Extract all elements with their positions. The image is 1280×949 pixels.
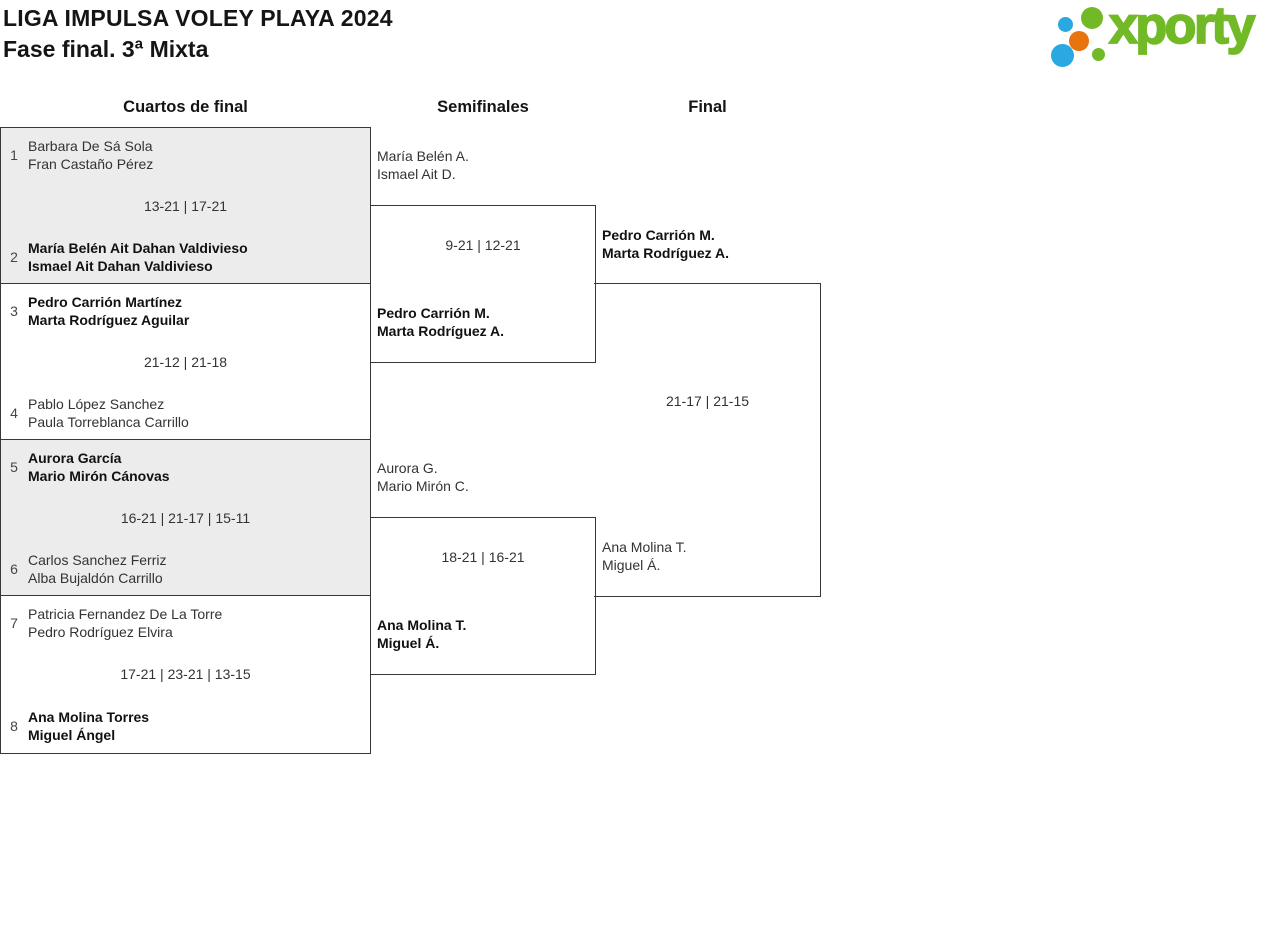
team-names: Aurora G. Mario Mirón C.: [377, 459, 469, 495]
team-names: Ana Molina T. Miguel Á.: [602, 538, 687, 574]
team-names: Pedro Carrión Martínez Marta Rodríguez A…: [28, 293, 189, 329]
match-score: 21-12 | 21-18: [143, 353, 228, 370]
team-member: Pedro Carrión M.: [602, 227, 715, 243]
match-score: 17-21 | 23-21 | 13-15: [120, 666, 251, 683]
team-member: María Belén Ait Dahan Valdivieso: [28, 239, 248, 256]
team-names: Patricia Fernandez De La Torre Pedro Rod…: [28, 605, 222, 641]
round-header-cuartos: Cuartos de final: [123, 98, 248, 116]
match-quarterfinal-3: 5 Aurora García Mario Mirón Cánovas 16-2…: [0, 439, 371, 597]
team-names: María Belén Ait Dahan Valdivieso Ismael …: [28, 239, 248, 275]
logo-dot-orange: [1069, 31, 1089, 51]
match-quarterfinal-1: 1 Barbara De Sá Sola Fran Castaño Pérez …: [0, 127, 371, 285]
team-member: Pablo López Sanchez: [28, 395, 165, 412]
team-names: Pedro Carrión M. Marta Rodríguez A.: [377, 304, 504, 340]
team-names: Pedro Carrión M. Marta Rodríguez A.: [602, 226, 729, 262]
xporty-logo[interactable]: xporty: [1045, 0, 1277, 75]
team-member: Barbara De Sá Sola: [28, 138, 153, 154]
team-member: Pedro Carrión Martínez: [28, 294, 183, 310]
seed-number: 1: [10, 147, 18, 163]
team-member: Miguel Ángel: [28, 726, 116, 743]
team-member: Patricia Fernandez De La Torre: [28, 606, 223, 622]
seed-number: 4: [10, 404, 18, 421]
logo-dot-blue-small: [1057, 16, 1073, 32]
page-header: LIGA IMPULSA VOLEY PLAYA 2024 Fase final…: [3, 3, 393, 65]
team-member: Ana Molina T.: [602, 539, 687, 555]
logo-text: xporty: [1108, 0, 1256, 56]
team-member: Pedro Rodríguez Elvira: [28, 624, 173, 640]
team-member: Mario Mirón Cánovas: [28, 468, 170, 484]
team-names: María Belén A. Ismael Ait D.: [377, 147, 469, 183]
seed-number: 3: [10, 303, 18, 319]
team-member: Mario Mirón C.: [377, 478, 469, 494]
team-member: Ana Molina T.: [377, 617, 467, 633]
page-subtitle: Fase final. 3ª Mixta: [3, 36, 209, 62]
team-names: Carlos Sanchez Ferriz Alba Bujaldón Carr…: [28, 551, 167, 587]
logo-dot-blue-large: [1050, 43, 1074, 67]
team-member: Ana Molina Torres: [28, 708, 150, 725]
team-names: Ana Molina Torres Miguel Ángel: [28, 708, 149, 744]
team-member: María Belén A.: [377, 148, 469, 164]
team-names: Barbara De Sá Sola Fran Castaño Pérez: [28, 137, 153, 173]
team-member: Paula Torreblanca Carrillo: [28, 413, 189, 430]
page-title: LIGA IMPULSA VOLEY PLAYA 2024: [3, 5, 393, 31]
team-member: Aurora G.: [377, 460, 438, 476]
team-member: Ismael Ait D.: [377, 166, 456, 182]
team-names: Aurora García Mario Mirón Cánovas: [28, 449, 170, 485]
team-member: Aurora García: [28, 450, 122, 466]
connector-final: [594, 283, 821, 597]
team-names: Pablo López Sanchez Paula Torreblanca Ca…: [28, 395, 189, 431]
round-header-semifinales: Semifinales: [437, 98, 529, 116]
match-score: 21-17 | 21-15: [665, 393, 750, 409]
match-quarterfinal-2: 3 Pedro Carrión Martínez Marta Rodríguez…: [0, 283, 371, 441]
team-member: Marta Rodríguez A.: [377, 323, 505, 339]
match-score: 16-21 | 21-17 | 15-11: [120, 509, 251, 526]
team-member: Ismael Ait Dahan Valdivieso: [28, 257, 213, 274]
team-member: Miguel Á.: [377, 635, 440, 651]
match-score: 13-21 | 17-21: [143, 197, 228, 214]
logo-dot-green-small: [1091, 47, 1105, 61]
match-score: 9-21 | 12-21: [445, 237, 521, 253]
team-member: Marta Rodríguez Aguilar: [28, 312, 190, 328]
round-header-final: Final: [688, 98, 727, 116]
match-quarterfinal-4: 7 Patricia Fernandez De La Torre Pedro R…: [0, 595, 371, 754]
logo-dot-green-large: [1081, 7, 1103, 29]
team-names: Ana Molina T. Miguel Á.: [377, 616, 466, 652]
team-member: Pedro Carrión M.: [377, 305, 490, 321]
team-member: Alba Bujaldón Carrillo: [28, 569, 163, 586]
team-member: Fran Castaño Pérez: [28, 156, 154, 172]
team-member: Miguel Á.: [602, 557, 661, 573]
match-score: 18-21 | 16-21: [441, 549, 525, 565]
seed-number: 6: [10, 560, 18, 577]
team-member: Carlos Sanchez Ferriz: [28, 551, 167, 568]
seed-number: 2: [10, 248, 18, 265]
seed-number: 5: [10, 459, 18, 475]
team-member: Marta Rodríguez A.: [602, 245, 730, 261]
seed-number: 7: [10, 615, 18, 631]
seed-number: 8: [10, 717, 18, 734]
